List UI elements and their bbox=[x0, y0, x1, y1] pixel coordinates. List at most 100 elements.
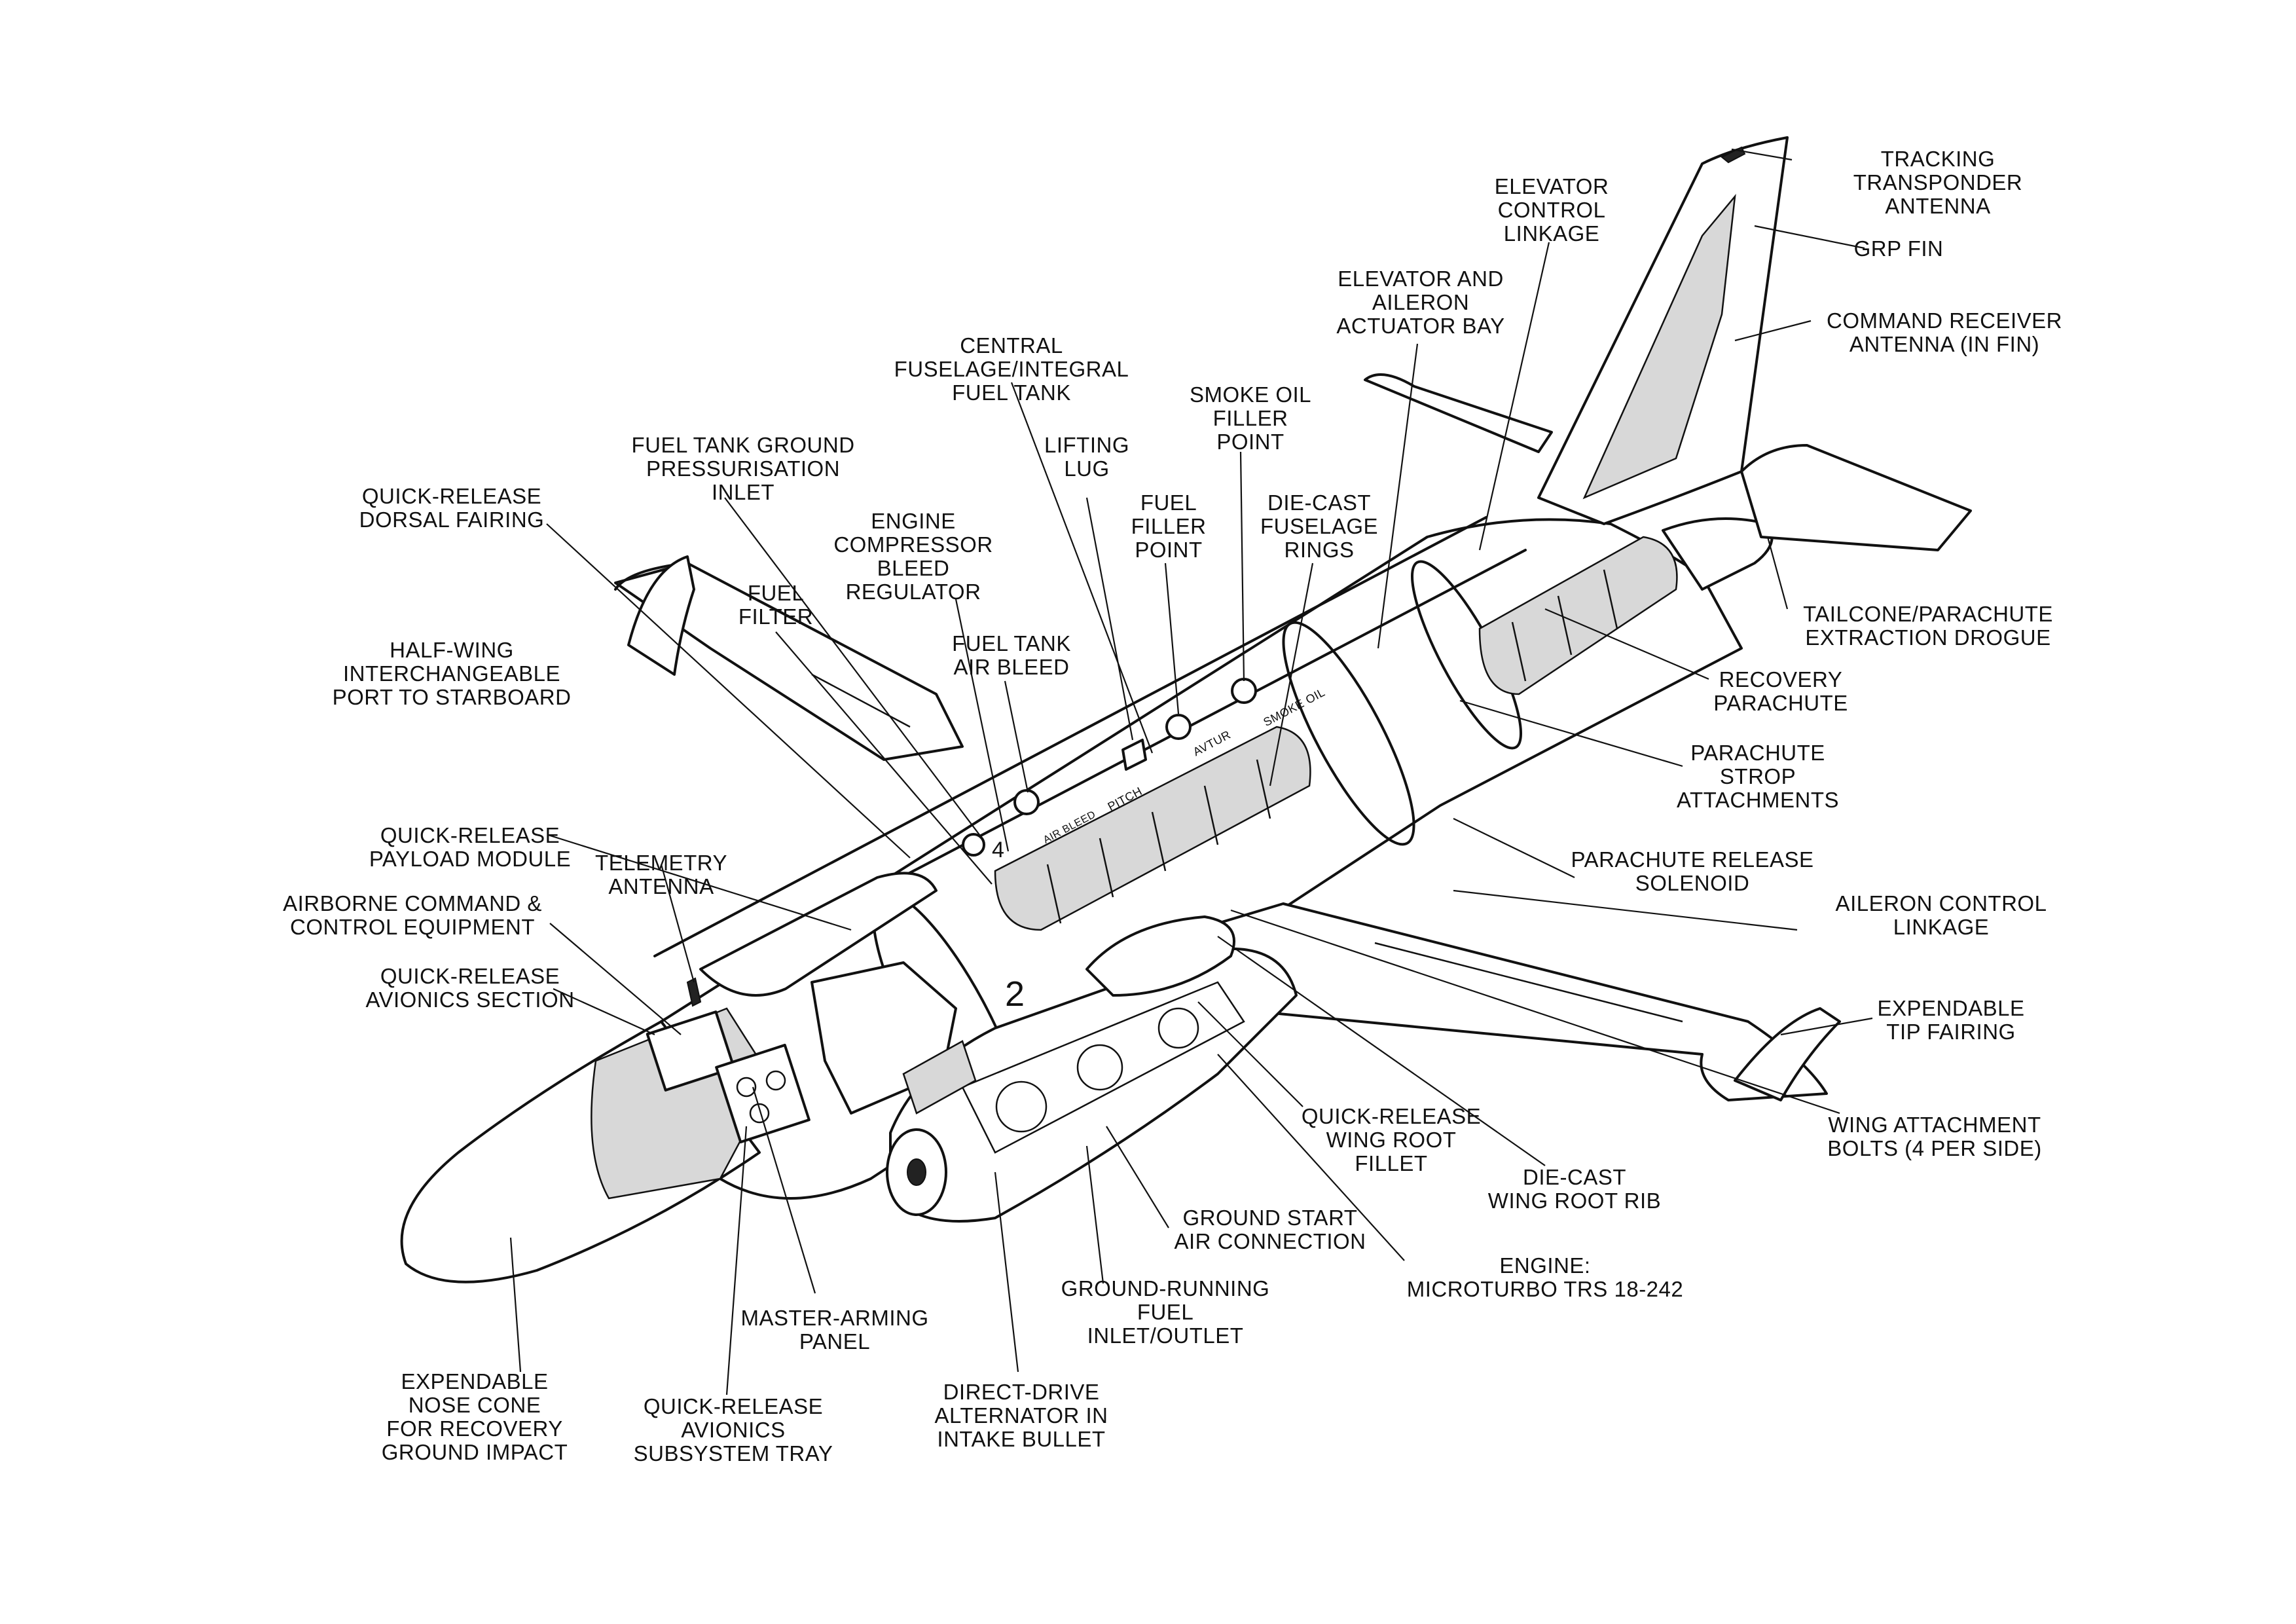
label-line: TRANSPONDER bbox=[1853, 170, 2023, 194]
label-line: ANTENNA bbox=[1885, 194, 1991, 218]
label-line: INLET/OUTLET bbox=[1087, 1323, 1244, 1348]
label-line: ATTACHMENTS bbox=[1676, 788, 1840, 812]
label-line: MICROTURBO TRS 18-242 bbox=[1406, 1277, 1684, 1301]
label-line: FOR RECOVERY bbox=[386, 1416, 563, 1441]
label-line: LINKAGE bbox=[1503, 221, 1600, 246]
label-line: COMPRESSOR bbox=[833, 532, 993, 557]
label-line: GROUND START bbox=[1182, 1206, 1358, 1230]
marking-numeral-2: 2 bbox=[1005, 974, 1025, 1014]
label-line: DIE-CAST bbox=[1267, 490, 1371, 515]
label-line: LUG bbox=[1064, 456, 1110, 481]
label-line: ACTUATOR BAY bbox=[1336, 314, 1505, 338]
label-line: WING ATTACHMENT bbox=[1828, 1113, 2041, 1137]
label-line: AVIONICS bbox=[681, 1418, 786, 1442]
smoke-oil-filler-cap bbox=[1231, 678, 1257, 704]
leader-lines bbox=[509, 148, 1873, 1395]
label-line: NOSE CONE bbox=[408, 1393, 541, 1417]
label-line: DORSAL FAIRING bbox=[359, 507, 545, 532]
label-line: DIRECT-DRIVE bbox=[943, 1380, 1100, 1404]
lifting-lug-shape bbox=[1121, 739, 1147, 771]
label-line: BLEED bbox=[877, 556, 950, 580]
label-line: ELEVATOR bbox=[1494, 174, 1609, 198]
label-engine: ENGINE:MICROTURBO TRS 18-242 bbox=[1407, 1254, 1683, 1301]
label-line: BOLTS (4 PER SIDE) bbox=[1827, 1136, 2042, 1160]
label-line: PARACHUTE bbox=[1690, 741, 1825, 765]
label-line: TRACKING bbox=[1880, 147, 1995, 171]
label-airborne-command-control-equipment: AIRBORNE COMMAND &CONTROL EQUIPMENT bbox=[283, 892, 542, 939]
label-line: RINGS bbox=[1284, 538, 1355, 562]
label-line: COMMAND RECEIVER bbox=[1826, 308, 2063, 333]
label-line: AILERON bbox=[1372, 290, 1470, 314]
fuel-tank-air-bleed-cap bbox=[1013, 789, 1040, 815]
label-line: EXTRACTION DROGUE bbox=[1805, 625, 2051, 650]
label-line: PANEL bbox=[799, 1329, 871, 1354]
dorsal-fairing bbox=[699, 872, 938, 997]
fin-antenna-panel bbox=[1582, 194, 1736, 500]
label-line: PRESSURISATION bbox=[646, 456, 841, 481]
label-line: ELEVATOR AND bbox=[1338, 267, 1504, 291]
label-line: FILTER bbox=[738, 604, 814, 629]
tailplane-starboard bbox=[1740, 444, 1972, 551]
label-line: POINT bbox=[1135, 538, 1203, 562]
label-line: QUICK-RELEASE bbox=[643, 1394, 824, 1418]
label-line: PARACHUTE bbox=[1713, 691, 1848, 715]
label-line: ALTERNATOR IN bbox=[934, 1403, 1108, 1428]
payload-grille bbox=[902, 1040, 977, 1115]
label-line: TIP FAIRING bbox=[1886, 1020, 2016, 1044]
label-line: FUSELAGE bbox=[1260, 514, 1379, 538]
label-line: FUEL TANK bbox=[952, 631, 1071, 655]
label-line: GROUND-RUNNING bbox=[1061, 1276, 1270, 1301]
label-line: ANTENNA bbox=[608, 874, 714, 898]
command-control-box bbox=[646, 1010, 736, 1092]
label-line: WING ROOT RIB bbox=[1487, 1189, 1662, 1213]
label-line: POINT bbox=[1216, 430, 1285, 454]
label-line: FILLER bbox=[1212, 406, 1288, 430]
label-line: AIR BLEED bbox=[953, 655, 1070, 679]
label-line: AILERON CONTROL bbox=[1835, 891, 2047, 915]
label-line: ENGINE: bbox=[1499, 1253, 1591, 1278]
label-line: WING ROOT bbox=[1326, 1128, 1457, 1152]
label-line: LIFTING bbox=[1044, 433, 1130, 457]
label-line: INLET bbox=[711, 480, 775, 504]
label-line: FUEL bbox=[747, 581, 805, 605]
engine-core bbox=[961, 981, 1245, 1154]
intake-bullet bbox=[907, 1158, 926, 1186]
recovery-parachute-pack bbox=[1478, 536, 1678, 695]
label-line: AVIONICS SECTION bbox=[365, 987, 575, 1012]
label-line: AIR CONNECTION bbox=[1174, 1229, 1366, 1253]
label-line: EXPENDABLE bbox=[1877, 996, 2025, 1020]
label-line: FUEL TANK GROUND bbox=[631, 433, 855, 457]
port-wing bbox=[614, 562, 964, 761]
label-line: QUICK-RELEASE bbox=[380, 964, 560, 988]
starboard-wing bbox=[1151, 902, 1828, 1101]
label-line: QUICK-RELEASE bbox=[1301, 1104, 1482, 1128]
label-line: SOLENOID bbox=[1635, 871, 1750, 895]
label-line: QUICK-RELEASE bbox=[361, 484, 542, 508]
label-line: FUEL bbox=[1140, 490, 1197, 515]
label-line: TELEMETRY bbox=[595, 851, 727, 875]
pressurisation-inlet-cap bbox=[962, 833, 985, 857]
label-line: CONTROL EQUIPMENT bbox=[290, 915, 535, 939]
label-line: RECOVERY bbox=[1719, 667, 1843, 692]
label-line: CENTRAL bbox=[960, 333, 1063, 358]
label-line: AIRBORNE COMMAND & bbox=[283, 891, 542, 915]
